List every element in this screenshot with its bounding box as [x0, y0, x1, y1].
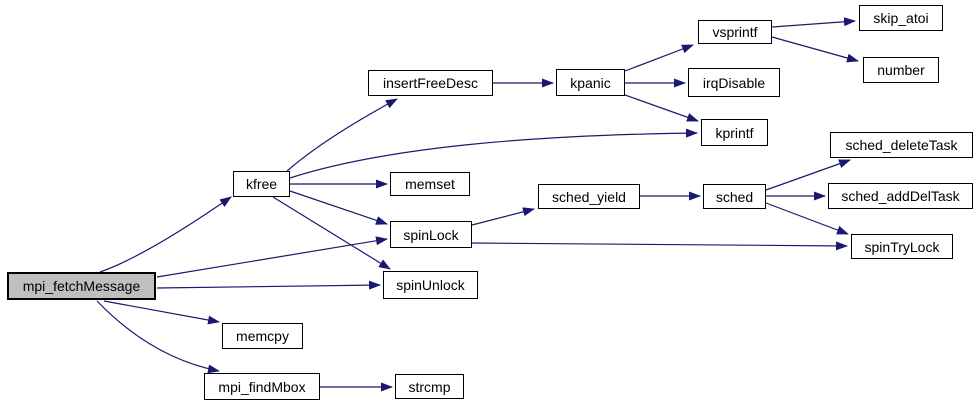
node-strcmp[interactable]: strcmp [395, 374, 464, 399]
node-sched_addDelTask[interactable]: sched_addDelTask [828, 183, 973, 209]
node-irqDisable[interactable]: irqDisable [688, 68, 780, 97]
node-mpi_fetchMessage: mpi_fetchMessage [7, 272, 156, 300]
node-kprintf[interactable]: kprintf [701, 119, 768, 146]
node-spinLock[interactable]: spinLock [390, 221, 472, 248]
node-sched_yield[interactable]: sched_yield [538, 184, 640, 209]
edge-kfree-to-insertFreeDesc [286, 98, 398, 172]
edge-kfree-to-spinLock [289, 190, 388, 225]
edge-spinLock-to-sched_yield [471, 207, 535, 226]
edge-kpanic-to-kprintf [624, 94, 699, 122]
edge-sched-to-sched_deleteTask [765, 159, 851, 191]
node-kfree[interactable]: kfree [233, 171, 290, 197]
edge-sched-to-spinTryLock [765, 202, 849, 235]
edge-vsprintf-to-number [771, 36, 859, 63]
edge-mpi_fetchMessage-to-spinUnlock [156, 280, 381, 290]
node-memset[interactable]: memset [390, 172, 470, 196]
edge-mpi_fetchMessage-to-memcpy [103, 300, 220, 325]
edge-spinLock-to-spinTryLock [471, 241, 848, 251]
node-kpanic[interactable]: kpanic [556, 69, 625, 96]
node-skip_atoi[interactable]: skip_atoi [859, 5, 943, 31]
node-memcpy[interactable]: memcpy [222, 323, 303, 349]
edge-mpi_fetchMessage-to-mpi_findMbox [96, 300, 220, 374]
edge-mpi_fetchMessage-to-spinLock [156, 236, 388, 278]
node-spinTryLock[interactable]: spinTryLock [851, 234, 953, 259]
node-sched[interactable]: sched [703, 184, 766, 209]
edge-kfree-to-kprintf [289, 128, 698, 179]
edge-vsprintf-to-skip_atoi [771, 17, 856, 28]
node-vsprintf[interactable]: vsprintf [698, 20, 772, 44]
node-number[interactable]: number [863, 57, 939, 83]
edge-kfree-to-spinUnlock [272, 196, 391, 270]
node-sched_deleteTask[interactable]: sched_deleteTask [830, 132, 973, 158]
node-insertFreeDesc[interactable]: insertFreeDesc [368, 70, 493, 96]
node-mpi_findMbox[interactable]: mpi_findMbox [204, 373, 320, 400]
node-spinUnlock[interactable]: spinUnlock [383, 271, 478, 299]
edge-kpanic-to-vsprintf [624, 44, 694, 72]
edge-mpi_fetchMessage-to-kfree [99, 196, 232, 273]
